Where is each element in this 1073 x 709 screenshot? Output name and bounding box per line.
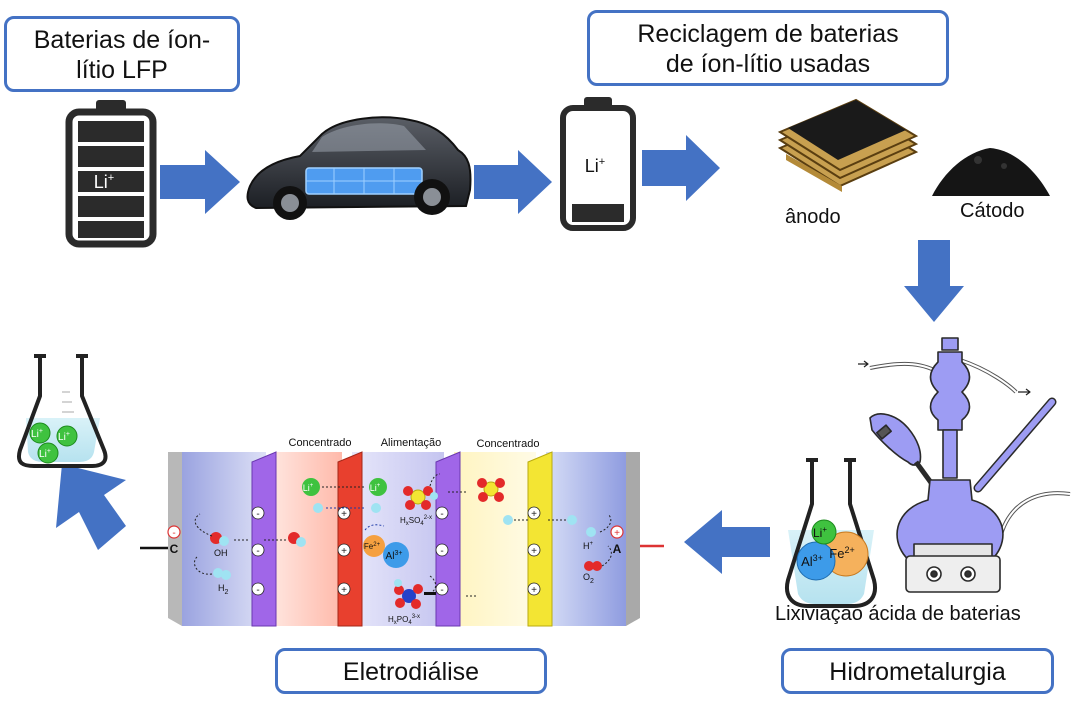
feed-label: Alimentação <box>381 437 442 449</box>
leach-flask-fe-ion: Fe2+ <box>829 545 854 561</box>
membrane3-minus-2: - <box>440 546 443 557</box>
electric-car-icon <box>246 116 472 220</box>
membrane-anion-1 <box>251 451 277 627</box>
leach-solution-flask-icon: Li+ Al3+ Fe2+ <box>785 458 877 608</box>
anode-plus-sign: + <box>614 528 620 539</box>
arrow-parts-to-hydrometallurgy <box>904 240 964 322</box>
arrow-battery-to-car <box>160 150 240 214</box>
used-battery-icon: Li+ <box>560 97 636 231</box>
cathode-letter: C <box>170 542 179 556</box>
membrane2-plus-2: + <box>341 546 347 557</box>
anode-label: ânodo <box>785 206 841 228</box>
membrane2-plus-1: + <box>341 509 347 520</box>
leach-flask-li-ion: Li+ <box>813 525 827 540</box>
membrane3-minus-1: - <box>440 509 443 520</box>
lfp-battery-box: Baterias de íon- lítio LFP <box>4 16 240 92</box>
cell-li-ion-left: Li+ <box>303 483 314 493</box>
cell-fe-ion: Fe2+ <box>364 542 381 551</box>
leaching-apparatus-icon <box>858 337 1071 593</box>
recycling-box-line-1: Reciclagem de baterias <box>637 20 899 48</box>
cathode-powder-icon <box>932 148 1050 196</box>
recycling-box: Reciclagem de baterias de íon-lítio usad… <box>587 10 949 86</box>
leach-flask-al-ion: Al3+ <box>801 553 823 569</box>
membrane-cation-2 <box>527 451 553 627</box>
cathode-minus-sign: - <box>172 528 175 539</box>
oxygen-label: O2 <box>583 572 594 585</box>
membrane3-minus-3: - <box>440 585 443 596</box>
anode-sheets-icon <box>777 98 919 192</box>
membrane1-minus-3: - <box>256 585 259 596</box>
membrane-cation-1 <box>337 451 363 627</box>
concentrate-right-label: Concentrado <box>477 438 540 450</box>
membrane2-plus-3: + <box>341 585 347 596</box>
cell-li-ion-feed: Li+ <box>370 483 381 493</box>
arrow-used-battery-to-parts <box>642 135 720 201</box>
hydroxide-label: OH <box>214 548 228 558</box>
membrane4-plus-1: + <box>531 509 537 520</box>
lfp-box-line-2: lítio LFP <box>76 56 168 84</box>
arrow-hydrometallurgy-to-electrodialysis <box>684 510 770 574</box>
phosphate-label: HxPO43-x <box>388 614 420 626</box>
membrane1-minus-2: - <box>256 546 259 557</box>
membrane4-plus-3: + <box>531 585 537 596</box>
proton-label: H+ <box>583 541 594 551</box>
cell-al-ion: Al3+ <box>386 550 403 562</box>
full-battery-icon: Li+ <box>65 100 157 248</box>
electrodialysis-box: Eletrodiálise <box>275 648 547 694</box>
sulfate-label: HxSO42-x <box>400 515 432 527</box>
lithium-product-flask-icon: Li+ Li+ Li+ <box>17 354 108 468</box>
recycling-box-line-2: de íon-lítio usadas <box>665 50 871 78</box>
full-battery-li-label: Li+ <box>94 172 114 192</box>
hydrometallurgy-box: Hidrometalurgia <box>781 648 1054 694</box>
product-li-ion-1: Li+ <box>31 428 43 440</box>
membrane-anion-2 <box>435 451 461 627</box>
membrane1-minus-1: - <box>256 509 259 520</box>
membrane4-plus-2: + <box>531 546 537 557</box>
electrodialysis-cell: - - - + + + - - - + + + Concentrado <box>140 437 664 627</box>
product-li-ion-2: Li+ <box>58 431 70 443</box>
lfp-box-line-1: Baterias de íon- <box>33 26 211 54</box>
anode-letter: A <box>613 542 622 556</box>
used-battery-li-label: Li+ <box>585 156 605 176</box>
arrow-car-to-used-battery <box>474 150 552 214</box>
arrow-electrodialysis-to-product <box>56 464 126 550</box>
product-li-ion-3: Li+ <box>39 448 51 460</box>
hydrogen-label: H2 <box>218 583 229 596</box>
cathode-label: Cátodo <box>960 200 1025 222</box>
concentrate-left-label: Concentrado <box>289 437 352 449</box>
leaching-label: Lixiviação ácida de baterias <box>775 603 1021 625</box>
